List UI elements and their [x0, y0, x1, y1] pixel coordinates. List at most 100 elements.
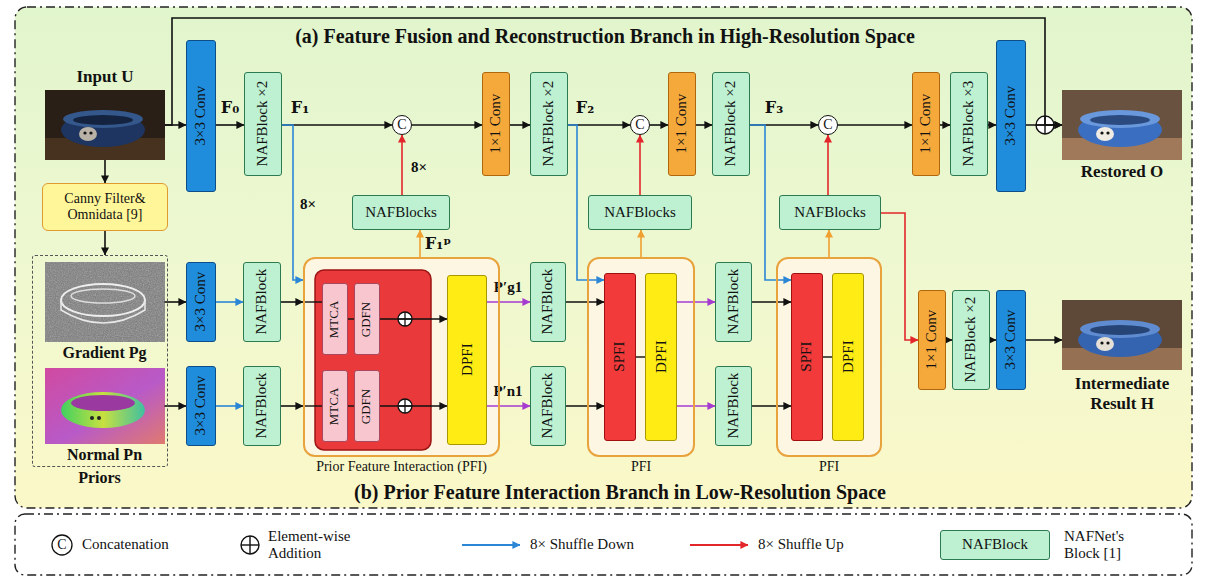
fusion-block: DPFI — [832, 273, 864, 441]
input-photo — [45, 90, 165, 160]
node-label: 1×1 Conv — [917, 94, 934, 154]
branch-heading: (a) Feature Fusion and Reconstruction Br… — [295, 25, 915, 48]
gradient-map — [61, 300, 145, 323]
concat-circle: C — [392, 115, 412, 135]
node-label: GDFN — [360, 388, 375, 423]
nafblock-box: NAFBlock ×2 — [530, 72, 568, 176]
connector-arrow — [566, 301, 604, 303]
connector-arrow — [752, 405, 791, 407]
connector-arrow — [380, 318, 447, 320]
node-label: Normal Pn — [40, 446, 170, 464]
edge-label: P′n1 — [493, 383, 522, 400]
legend-label: 8× Shuffle Up — [758, 536, 844, 553]
gradient-map — [61, 284, 145, 316]
restored-photo — [1090, 115, 1150, 125]
gradient-map — [71, 289, 135, 303]
node-label: NAFBlock — [725, 373, 742, 439]
input-photo — [79, 127, 97, 141]
feature-label: F₁ — [291, 99, 309, 117]
gradient-map — [45, 262, 165, 342]
pfi-module: SPFIDPFIPFI — [776, 257, 882, 457]
main-frame — [15, 7, 1192, 508]
normal-map — [90, 416, 94, 420]
connector-arrow — [282, 125, 303, 280]
pfi-background — [587, 257, 695, 457]
restored-photo — [1100, 131, 1103, 134]
node-label: NAFBlock ×3 — [960, 81, 977, 167]
nafblock-box: NAFBlock — [243, 262, 281, 342]
pfi-inner-block — [315, 270, 431, 450]
label-holder: F₁ — [291, 99, 309, 117]
connector-arrow — [282, 124, 392, 126]
node-label: 1×1 Conv — [487, 94, 504, 154]
node-label: NAFBlock ×2 — [254, 81, 271, 167]
conv-block: 3×3 Conv — [186, 262, 216, 342]
pfi-module: SPFIDPFIPFI — [587, 257, 695, 457]
prior-group: Gradient PgNormal PnPriors — [32, 255, 168, 467]
connector-arrow — [650, 124, 668, 126]
node-label: 3×3 Conv — [192, 86, 209, 146]
nafblock-box: NAFBlock — [715, 262, 752, 342]
node-label: NAFBlock — [539, 269, 556, 335]
feature-label: NAFBlock — [962, 536, 1028, 553]
legend-frame — [15, 514, 1192, 575]
nafblock-box: NAFBlock — [530, 262, 566, 342]
concat-circle: C — [630, 115, 650, 135]
node-label: NAFBlock — [253, 269, 270, 335]
connector-arrow — [696, 124, 712, 126]
legend-text-holder: 8× Shuffle Up — [758, 536, 844, 553]
edge-label: 8× — [300, 196, 316, 213]
legend-label: NAFNet's Block [1] — [1064, 528, 1146, 563]
node-label: SPFI — [611, 342, 628, 372]
connector-arrow — [487, 301, 530, 303]
legend-text-holder: 8× Shuffle Down — [530, 536, 634, 553]
connector-arrow — [401, 135, 403, 195]
input-photo — [83, 131, 86, 134]
image-panel: Gradient Pg — [45, 262, 165, 342]
attention-block: MTCA — [322, 370, 348, 442]
connector-arrow — [677, 301, 715, 303]
fusion-block: DPFI — [447, 275, 487, 445]
node-label: 1×1 Conv — [923, 310, 940, 370]
node-label: NAFBlock ×2 — [722, 81, 739, 167]
nafblock-box: NAFBlock — [715, 366, 752, 446]
connector-arrow — [940, 124, 950, 126]
image-panel: Input U — [45, 90, 165, 160]
legend-label: 8× Shuffle Down — [530, 536, 634, 553]
normal-map — [61, 392, 145, 428]
node-label: 1×1 Conv — [673, 94, 690, 154]
node-label: GDFN — [360, 301, 375, 336]
nafblock-box: NAFBlocks — [779, 195, 881, 230]
node-label: NAFBlock — [539, 373, 556, 439]
conv-block: 1×1 Conv — [668, 72, 696, 176]
feature-label: C — [57, 537, 66, 553]
intermediate-photo — [1062, 300, 1182, 370]
node-label: Restored O — [1052, 162, 1192, 182]
legend-arrow — [690, 544, 748, 546]
intermediate-photo — [1106, 341, 1109, 344]
legend-arrow — [462, 544, 520, 546]
conv-block: 3×3 Conv — [186, 366, 216, 446]
connector-arrow — [216, 301, 243, 303]
node-label: NAFBlock — [253, 373, 270, 439]
node-label: NAFBlocks — [791, 204, 869, 221]
connector-group — [105, 18, 1062, 406]
attention-block: MTCA — [322, 283, 348, 355]
nafblock-box: NAFBlock — [530, 366, 566, 446]
inner-wire — [636, 356, 645, 357]
image-panel: Normal Pn — [45, 368, 165, 444]
nafblock-box: NAFBlock — [243, 366, 281, 446]
legend-sample — [690, 545, 748, 546]
nafblock-box: NAFBlock ×2 — [952, 290, 990, 390]
conv-block: 3×3 Conv — [996, 290, 1026, 390]
conv-block: 1×1 Conv — [912, 72, 940, 176]
connector-arrow — [487, 405, 530, 407]
edge-label: F₁ᵖ — [425, 235, 451, 253]
inner-wire — [823, 356, 832, 357]
connector-arrow — [380, 405, 447, 407]
node-label: PFI — [591, 459, 691, 475]
restored-photo — [1062, 90, 1182, 160]
restored-photo — [1080, 110, 1160, 128]
gradient-map — [45, 262, 165, 342]
attention-block: GDFN — [354, 283, 380, 355]
